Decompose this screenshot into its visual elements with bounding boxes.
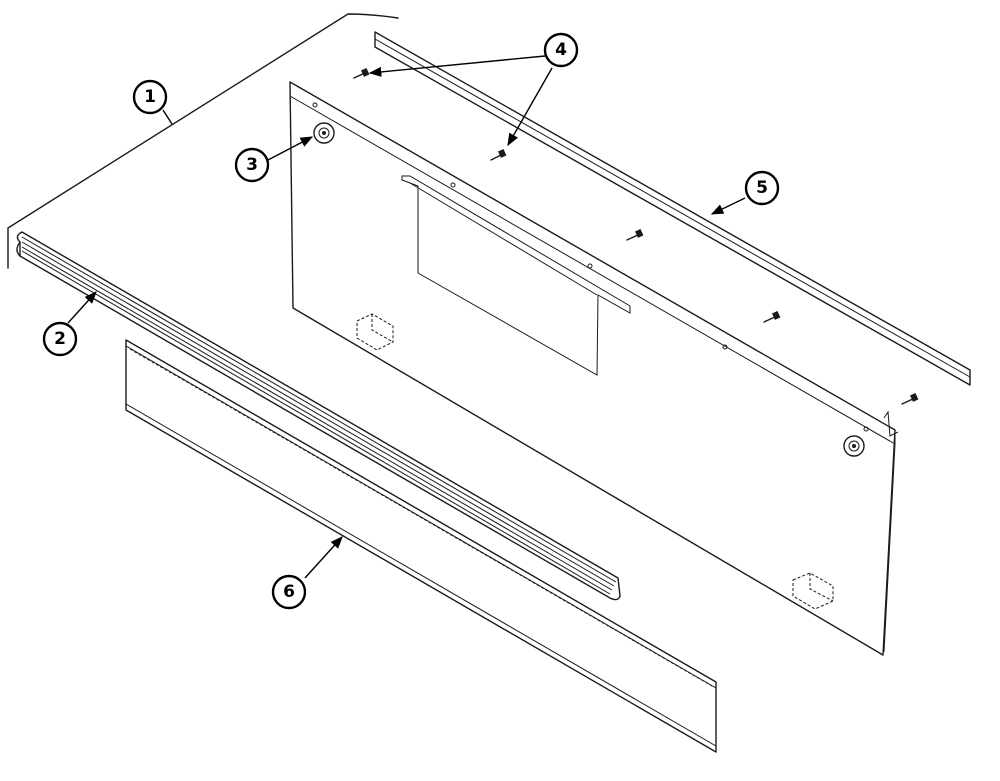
screw: [626, 229, 644, 241]
screw: [490, 149, 507, 161]
leader-lines: [67, 55, 746, 579]
callout-1: 1: [132, 79, 168, 115]
callout-2: 2: [42, 321, 78, 357]
callout-3: 3: [234, 147, 270, 183]
screw: [901, 393, 919, 405]
callout-5: 5: [744, 170, 780, 206]
callout-6: 6: [271, 574, 307, 610]
grommet: [843, 435, 865, 457]
callout-4: 4: [543, 32, 579, 68]
callout-label: 5: [756, 178, 768, 198]
trim-extrusion: [16, 231, 621, 601]
screw: [353, 68, 370, 79]
trim-strip: [374, 31, 971, 386]
callout-label: 4: [555, 40, 567, 60]
callout-label: 2: [54, 329, 66, 349]
grommet: [313, 122, 335, 144]
callout-label: 6: [283, 582, 295, 602]
control-panel: [289, 81, 899, 656]
range-body-outline: [7, 13, 399, 269]
callout-label: 1: [144, 87, 156, 107]
lower-panel: [125, 339, 717, 753]
screw: [763, 311, 781, 323]
callout-label: 3: [246, 155, 258, 175]
